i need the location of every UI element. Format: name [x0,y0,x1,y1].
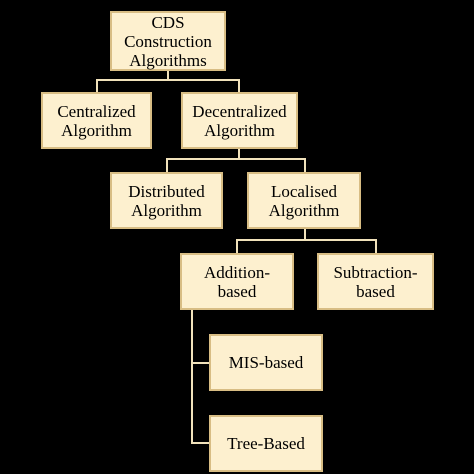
node-decentralized-algorithm: Decentralized Algorithm [181,92,298,149]
connector [166,158,168,172]
connector [304,158,306,172]
connector [191,310,193,444]
node-tree-based: Tree-Based [209,415,323,472]
node-label: MIS-based [228,353,304,372]
connector [236,239,238,253]
connector [166,158,306,160]
connector [96,79,98,92]
node-label: Localised Algorithm [268,181,340,220]
connector [236,239,377,241]
node-label: CDS Construction Algorithms [124,12,212,70]
node-localised-algorithm: Localised Algorithm [247,172,361,229]
node-label: Addition- based [203,262,271,301]
node-label: Decentralized Algorithm [192,101,287,140]
node-label: Tree-Based [227,434,305,453]
connector [304,229,306,240]
connector [191,442,209,444]
node-addition-based: Addition- based [180,253,294,310]
connector [238,149,240,159]
node-subtraction-based: Subtraction- based [317,253,434,310]
connector [167,71,169,80]
node-label: Subtraction- based [333,262,418,301]
connector [96,79,240,81]
node-label: Distributed Algorithm [128,181,205,220]
connector [191,362,209,364]
node-centralized-algorithm: Centralized Algorithm [41,92,152,149]
node-mis-based: MIS-based [209,334,323,391]
node-cds-construction-algorithms: CDS Construction Algorithms [110,11,226,71]
connector [375,239,377,253]
node-distributed-algorithm: Distributed Algorithm [110,172,223,229]
node-label: Centralized Algorithm [57,101,136,140]
connector [238,79,240,92]
